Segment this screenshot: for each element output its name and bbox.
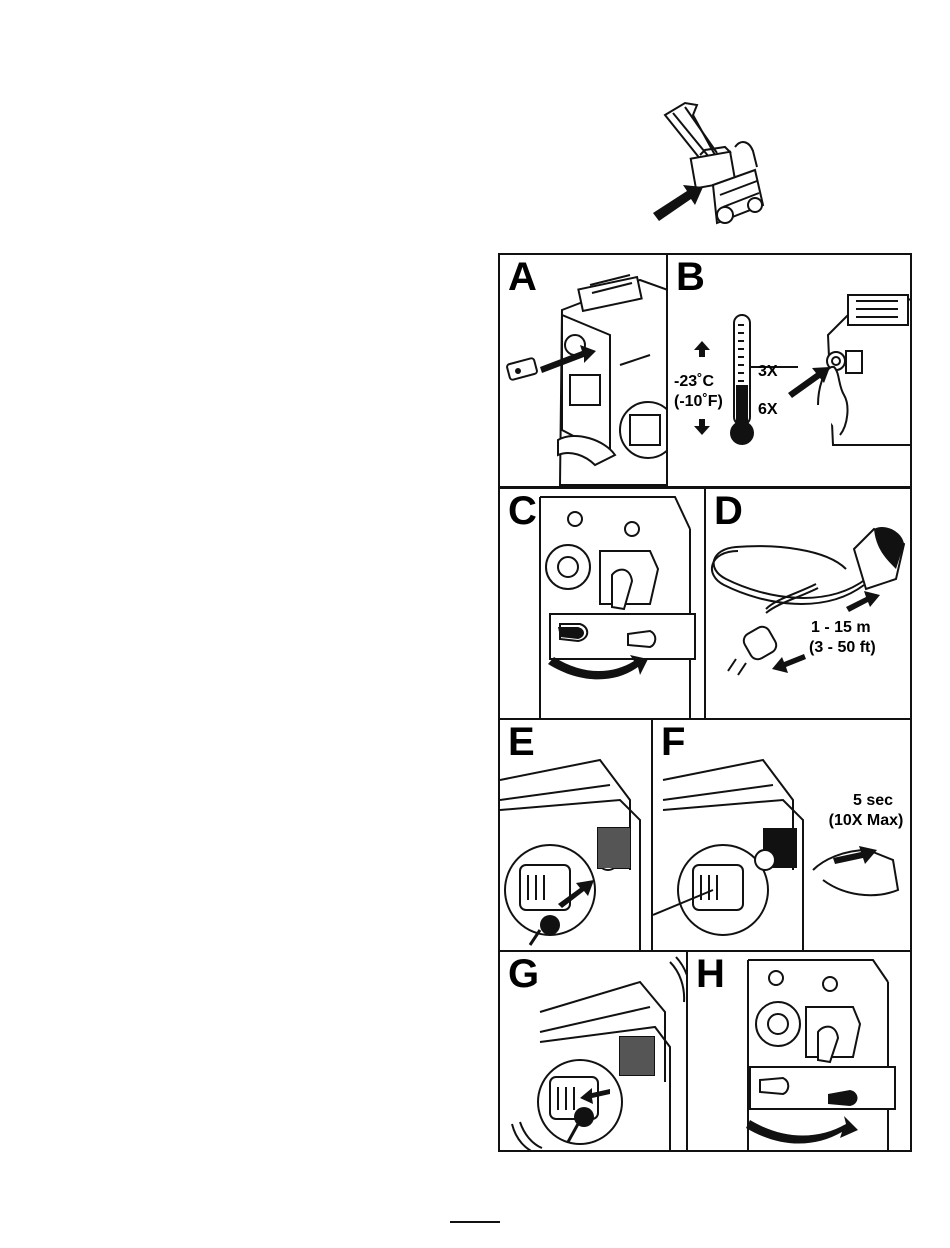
- panel-e: E: [498, 718, 653, 952]
- snowthrower-overview-illustration: [645, 95, 770, 235]
- panel-g-letter: G: [508, 954, 539, 994]
- temperature-celsius-label: -23˚C: [674, 373, 714, 391]
- panel-b-letter: B: [676, 257, 705, 297]
- panel-a-letter: A: [508, 257, 537, 297]
- footer-rule: [450, 1221, 500, 1223]
- panel-c: C: [498, 487, 706, 720]
- panel-f: F 5 sec (10X Max): [651, 718, 912, 952]
- press-duration-label: 5 sec: [833, 792, 912, 810]
- panel-b: B -23˚C (-10˚F) 3X 6X: [666, 253, 912, 488]
- push-start-button-illustration: [653, 720, 912, 952]
- panel-h: H: [686, 950, 912, 1152]
- temperature-fahrenheit-label: (-10˚F): [674, 393, 723, 411]
- panel-h-letter: H: [696, 954, 725, 994]
- panel-c-letter: C: [508, 491, 537, 531]
- panel-g: G: [498, 950, 688, 1152]
- panel-d-letter: D: [714, 491, 743, 531]
- cord-length-metric-label: 1 - 15 m: [811, 619, 871, 637]
- panel-f-letter: F: [661, 722, 685, 762]
- max-presses-label: (10X Max): [819, 812, 912, 830]
- panel-d: D 1 - 15 m (3 - 50 ft): [704, 487, 912, 720]
- panel-a: A: [498, 253, 668, 488]
- panel-e-letter: E: [508, 722, 535, 762]
- cord-length-imperial-label: (3 - 50 ft): [809, 639, 876, 657]
- primer-count-warm-label: 3X: [758, 363, 778, 381]
- primer-count-cold-label: 6X: [758, 401, 778, 419]
